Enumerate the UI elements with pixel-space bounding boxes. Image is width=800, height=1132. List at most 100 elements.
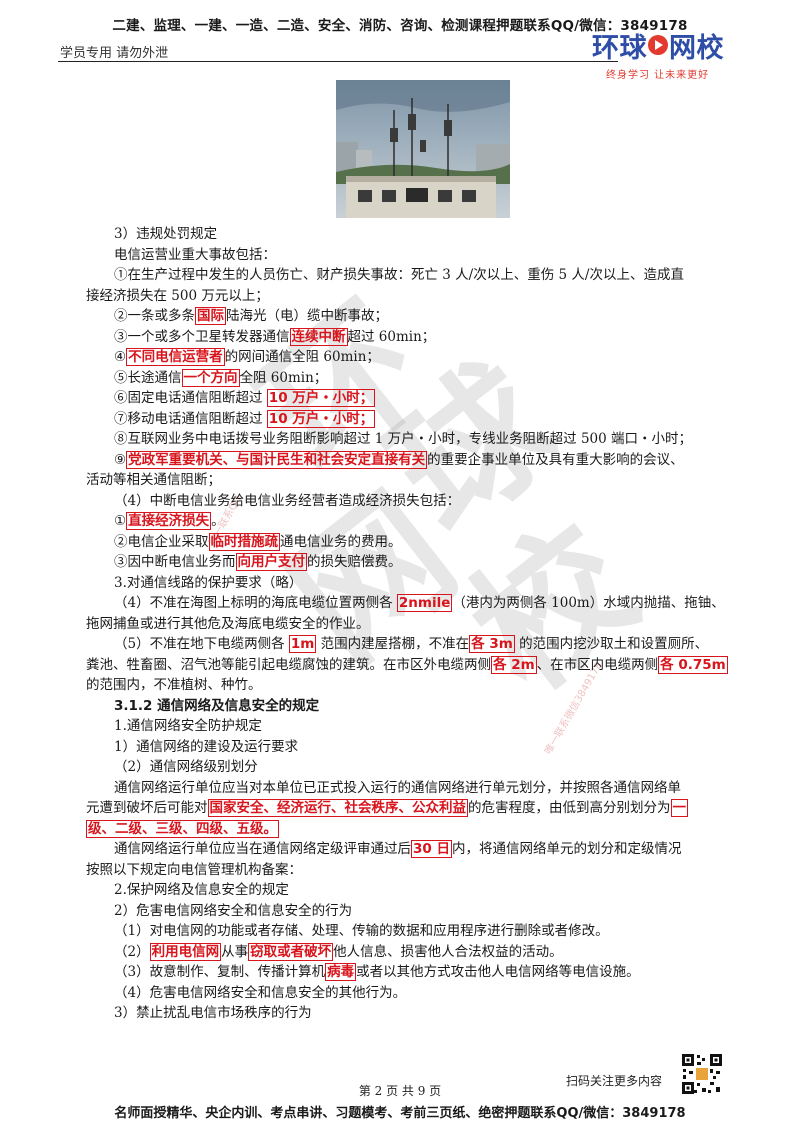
highlight-box: 各 2m bbox=[491, 655, 537, 674]
para-line: （4）危害电信网络安全和信息安全的其他行为。 bbox=[114, 984, 407, 1001]
text: 的损失赔偿费。 bbox=[307, 554, 402, 570]
text: 全阻 60min； bbox=[239, 369, 328, 386]
para-line: 级、二级、三级、四级、五级。 bbox=[86, 819, 746, 840]
highlight-box: 窃取或者破坏 bbox=[248, 942, 334, 961]
student-note: 学员专用 请勿外泄 bbox=[60, 46, 169, 61]
header-banner: 二建、监理、一建、一造、二造、安全、消防、咨询、检测课程押题联系QQ/微信：38… bbox=[112, 18, 688, 34]
page-number: 第 2 页 共 9 页 bbox=[358, 1084, 442, 1098]
para-line: （1）对电信网的功能或者存储、处理、传输的数据和应用程序进行删除或者修改。 bbox=[114, 923, 609, 939]
text: （4）不准在海图上标明的海底电缆位置两侧各 bbox=[114, 595, 397, 611]
highlight-box: 各 3m bbox=[469, 635, 515, 653]
text: ⑥固定电话通信阻断超过 bbox=[114, 390, 267, 406]
logo-slogan: 终身学习 让未来更好 bbox=[606, 70, 710, 81]
para-line: 电信运营业重大事故包括： bbox=[114, 246, 276, 263]
text: 。 bbox=[211, 513, 225, 529]
header-rule bbox=[58, 61, 618, 62]
text: 范围内建屋搭棚，不准在 bbox=[316, 636, 470, 652]
para-line: 活动等相关通信阻断； bbox=[86, 472, 221, 488]
text: （2） bbox=[114, 943, 150, 960]
text: ① bbox=[114, 513, 127, 529]
para-line: ⑦移动电话通信阻断超过 10 万户・小时； bbox=[86, 409, 746, 430]
para-line: ①在生产过程中发生的人员伤亡、财产损失事故：死亡 3 人/次以上、重伤 5 人/… bbox=[86, 265, 746, 286]
text: （3）故意制作、复制、传播计算机 bbox=[114, 964, 326, 980]
para-line: （3）故意制作、复制、传播计算机病毒或者以其他方式攻击他人电信网络等电信设施。 bbox=[86, 962, 746, 983]
text: 的范围内挖沙取土和设置厕所、 bbox=[514, 636, 709, 652]
para-line: 接经济损失在 500 万元以上； bbox=[86, 287, 269, 304]
para-line: ⑧互联网业务中电话拨号业务阻断影响超过 1 万户・小时，专线业务阻断超过 500… bbox=[114, 431, 693, 447]
para-line: ②电信企业采取临时措施疏通电信业务的费用。 bbox=[86, 532, 746, 553]
highlight-box: 10 万户・小时； bbox=[266, 389, 376, 407]
para-line: 的范围内，不准植树、种竹。 bbox=[86, 677, 262, 693]
play-icon bbox=[648, 35, 668, 55]
para-line: 2.保护网络及信息安全的规定 bbox=[114, 882, 289, 898]
highlight-box: 直接经济损失 bbox=[126, 512, 212, 530]
text: 内，将通信网络单元的划分和定级情况 bbox=[452, 841, 682, 857]
highlight-box: 病毒 bbox=[325, 963, 357, 981]
para-line: 元遭到破坏后可能对国家安全、经济运行、社会秩序、公众利益的危害程度，由低到高分别… bbox=[86, 798, 746, 819]
text: ⑤长途通信 bbox=[114, 369, 182, 386]
logo-text-right: 网校 bbox=[669, 33, 724, 64]
para-line: （5）不准在地下电缆两侧各 1m 范围内建屋搭棚，不准在各 3m 的范围内挖沙取… bbox=[86, 634, 746, 655]
highlight-box: 10 万户・小时； bbox=[266, 409, 376, 428]
text: ④ bbox=[114, 349, 127, 365]
brand-logo: 环球网校 终身学习 让未来更好 bbox=[592, 34, 742, 84]
highlight-box: 国际 bbox=[195, 307, 226, 325]
para-line: 拖网捕鱼或进行其他危及海底电缆安全的作业。 bbox=[86, 615, 370, 632]
text: （5）不准在地下电缆两侧各 bbox=[114, 636, 289, 652]
para-line: ③一个或多个卫星转发器通信连续中断超过 60min； bbox=[86, 327, 746, 348]
para-line: 3）违规处罚规定 bbox=[114, 226, 218, 242]
document-body: 3）违规处罚规定 电信运营业重大事故包括： ①在生产过程中发生的人员伤亡、财产损… bbox=[86, 224, 746, 1024]
para-line: （2）通信网络级别划分 bbox=[114, 759, 258, 775]
text: 超过 60min； bbox=[347, 328, 436, 345]
para-line: 按照以下规定向电信管理机构备案： bbox=[86, 861, 302, 878]
para-line: ③因中断电信业务而向用户支付的损失赔偿费。 bbox=[86, 552, 746, 573]
scan-prompt: 扫码关注更多内容 bbox=[566, 1074, 663, 1088]
highlight-box: 一个方向 bbox=[181, 368, 240, 387]
para-line: 1.通信网络安全防护规定 bbox=[114, 718, 262, 734]
text: 元遭到破坏后可能对 bbox=[86, 800, 208, 816]
text: 通信网络运行单位应当在通信网络定级评审通过后 bbox=[114, 841, 411, 857]
qr-center-logo bbox=[696, 1068, 708, 1080]
text: 的网间通信全阻 60min； bbox=[224, 349, 380, 365]
qr-code-icon[interactable] bbox=[680, 1052, 724, 1096]
section-heading: 3.1.2 通信网络及信息安全的规定 bbox=[114, 697, 320, 714]
highlight-box: 国家安全、经济运行、社会秩序、公众利益 bbox=[207, 799, 468, 817]
highlight-box: 1m bbox=[288, 635, 317, 653]
highlight-box: 2nmile bbox=[396, 594, 453, 612]
text: 从事 bbox=[221, 943, 249, 960]
highlight-box: 30 日 bbox=[411, 840, 452, 858]
para-line: 粪池、牲畜圈、沼气池等能引起电缆腐蚀的建筑。在市区外电缆两侧各 2m、在市区内电… bbox=[86, 655, 746, 676]
para-line: 通信网络运行单位应当对本单位已正式投入运行的通信网络进行单元划分，并按照各通信网… bbox=[114, 779, 681, 796]
building-antenna-image bbox=[336, 80, 510, 218]
para-line: 1）通信网络的建设及运行要求 bbox=[114, 738, 299, 755]
para-line: 2）危害电信网络安全和信息安全的行为 bbox=[114, 902, 353, 919]
para-line: 3.对通信线路的保护要求（略） bbox=[114, 574, 303, 591]
text: ①在生产过程中发生的人员伤亡、财产损失事故：死亡 3 人/次以上、重伤 5 人/… bbox=[114, 267, 684, 283]
text: 、在市区内电缆两侧 bbox=[536, 656, 659, 673]
text: ②一条或多条 bbox=[114, 308, 195, 324]
highlight-box: 连续中断 bbox=[289, 327, 348, 346]
text: 的重要企事业单位及具有重大影响的会议、 bbox=[427, 451, 684, 468]
text: 的危害程度，由低到高分别划分为 bbox=[468, 800, 671, 816]
para-line: ⑥固定电话通信阻断超过 10 万户・小时； bbox=[86, 388, 746, 409]
highlight-box: 级、二级、三级、四级、五级。 bbox=[86, 819, 279, 838]
logo-wordmark: 环球网校 bbox=[592, 34, 742, 64]
footer-banner: 名师面授精华、央企内训、考点串讲、习题模考、考前三页纸、绝密押题联系QQ/微信：… bbox=[114, 1106, 686, 1121]
text: ⑦移动电话通信阻断超过 bbox=[114, 410, 267, 427]
text: ②电信企业采取 bbox=[114, 533, 209, 550]
text: ⑨ bbox=[114, 451, 127, 468]
highlight-box: 向用户支付 bbox=[235, 553, 307, 571]
highlight-box: 各 0.75m bbox=[658, 655, 728, 674]
highlight-box: 临时措施疏 bbox=[208, 532, 280, 551]
tower-photo bbox=[336, 80, 510, 218]
text: ③因中断电信业务而 bbox=[114, 554, 236, 570]
para-line: （4）不准在海图上标明的海底电缆位置两侧各 2nmile（港内为两侧各 100m… bbox=[86, 593, 746, 614]
text: ③一个或多个卫星转发器通信 bbox=[114, 328, 290, 345]
highlight-box: 党政军重要机关、与国计民生和社会安定直接有关 bbox=[126, 450, 428, 469]
para-line: ②一条或多条国际陆海光（电）缆中断事故； bbox=[86, 306, 746, 327]
highlight-box: 利用电信网 bbox=[149, 942, 222, 961]
